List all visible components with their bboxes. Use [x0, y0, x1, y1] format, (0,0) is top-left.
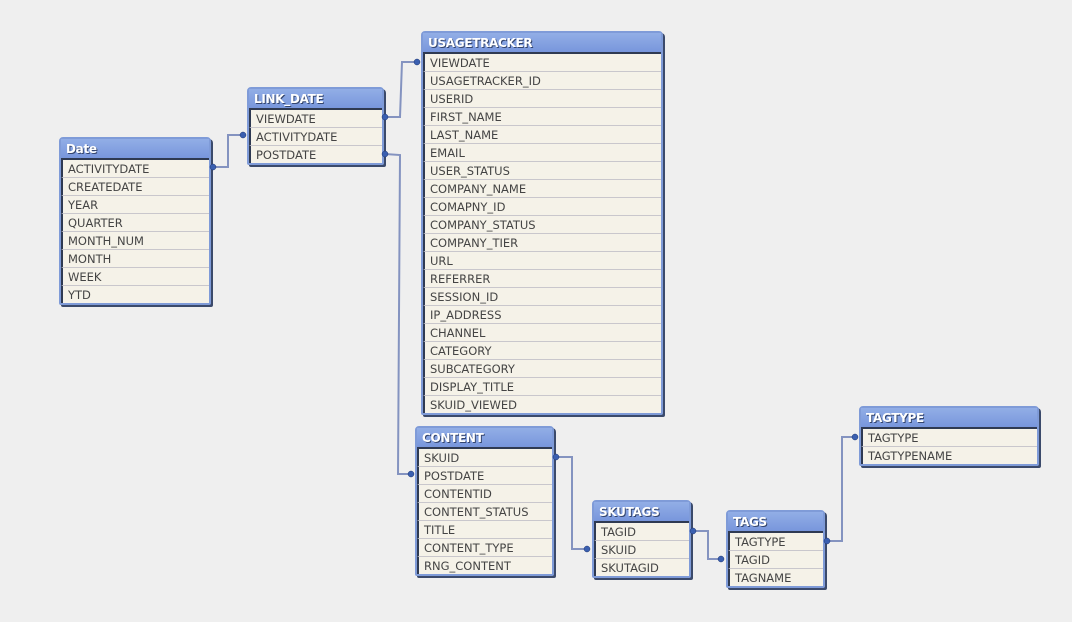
link-date-activitydate — [213, 134, 243, 168]
table-title[interactable]: Date — [61, 139, 209, 160]
link-tagtype — [827, 436, 855, 542]
table-title[interactable]: TAGS — [728, 512, 823, 533]
field-row[interactable]: EMAIL — [423, 144, 661, 162]
field-row[interactable]: TAGTYPE — [861, 429, 1037, 447]
field-row[interactable]: LAST_NAME — [423, 126, 661, 144]
field-row[interactable]: REFERRER — [423, 270, 661, 288]
field-row[interactable]: URL — [423, 252, 661, 270]
field-row[interactable]: COMAPNY_ID — [423, 198, 661, 216]
field-row[interactable]: CATEGORY — [423, 342, 661, 360]
field-row[interactable]: MONTH_NUM — [61, 232, 209, 250]
table-title[interactable]: CONTENT — [417, 428, 552, 449]
connector-dot — [239, 131, 247, 139]
field-row[interactable]: SUBCATEGORY — [423, 360, 661, 378]
field-row[interactable]: TAGID — [728, 551, 823, 569]
field-row[interactable]: ACTIVITYDATE — [249, 128, 382, 146]
field-row[interactable]: SKUTAGID — [594, 559, 689, 576]
field-row[interactable]: COMPANY_TIER — [423, 234, 661, 252]
field-row[interactable]: VIEWDATE — [423, 54, 661, 72]
field-row[interactable]: DISPLAY_TITLE — [423, 378, 661, 396]
table-title[interactable]: LINK_DATE — [249, 89, 382, 110]
table-title[interactable]: TAGTYPE — [861, 408, 1037, 429]
field-row[interactable]: COMPANY_NAME — [423, 180, 661, 198]
field-row[interactable]: CREATEDATE — [61, 178, 209, 196]
connector-dot — [717, 555, 725, 563]
link-viewdate — [385, 61, 417, 118]
field-row[interactable]: SKUID — [417, 449, 552, 467]
field-row[interactable]: POSTDATE — [249, 146, 382, 163]
field-row[interactable]: USERID — [423, 90, 661, 108]
table-title[interactable]: USAGETRACKER — [423, 33, 661, 54]
field-row[interactable]: USER_STATUS — [423, 162, 661, 180]
connector-dot — [851, 433, 859, 441]
field-row[interactable]: WEEK — [61, 268, 209, 286]
field-row[interactable]: CONTENT_STATUS — [417, 503, 552, 521]
field-row[interactable]: SKUID_VIEWED — [423, 396, 661, 413]
field-row[interactable]: TAGNAME — [728, 569, 823, 586]
connector-dot — [583, 545, 591, 553]
link-skuid — [556, 456, 587, 550]
field-row[interactable]: MONTH — [61, 250, 209, 268]
field-row[interactable]: TAGTYPENAME — [861, 447, 1037, 464]
field-row[interactable]: QUARTER — [61, 214, 209, 232]
field-row[interactable]: CHANNEL — [423, 324, 661, 342]
connector-dot — [407, 470, 415, 478]
table-title[interactable]: SKUTAGS — [594, 502, 689, 523]
link-postdate — [384, 153, 411, 475]
field-row[interactable]: IP_ADDRESS — [423, 306, 661, 324]
field-row[interactable]: COMPANY_STATUS — [423, 216, 661, 234]
connector-dot — [413, 58, 421, 66]
field-row[interactable]: FIRST_NAME — [423, 108, 661, 126]
field-row[interactable]: POSTDATE — [417, 467, 552, 485]
field-row[interactable]: YEAR — [61, 196, 209, 214]
field-row[interactable]: TAGID — [594, 523, 689, 541]
field-row[interactable]: CONTENTID — [417, 485, 552, 503]
field-row[interactable]: VIEWDATE — [249, 110, 382, 128]
field-row[interactable]: SKUID — [594, 541, 689, 559]
link-tagid — [693, 530, 721, 560]
field-row[interactable]: USAGETRACKER_ID — [423, 72, 661, 90]
field-row[interactable]: TITLE — [417, 521, 552, 539]
field-row[interactable]: CONTENT_TYPE — [417, 539, 552, 557]
field-row[interactable]: TAGTYPE — [728, 533, 823, 551]
field-row[interactable]: SESSION_ID — [423, 288, 661, 306]
field-row[interactable]: YTD — [61, 286, 209, 303]
field-row[interactable]: RNG_CONTENT — [417, 557, 552, 574]
field-row[interactable]: ACTIVITYDATE — [61, 160, 209, 178]
